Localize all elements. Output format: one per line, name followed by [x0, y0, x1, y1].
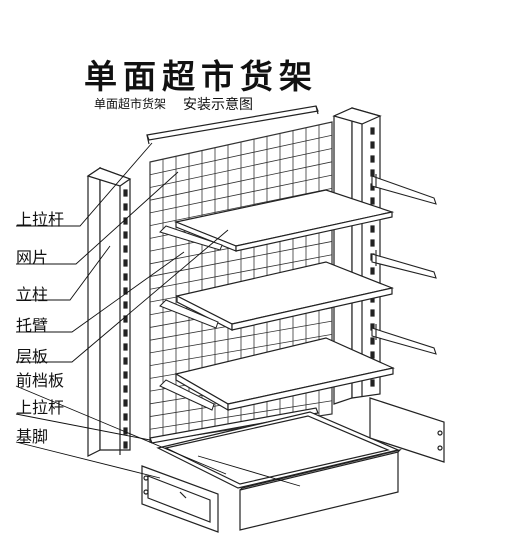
- post-slot: [370, 197, 375, 205]
- post-slot: [123, 203, 128, 211]
- diagram-subtitle-right: 安装示意图: [183, 97, 253, 113]
- base-foot-right: [369, 397, 445, 463]
- post-slot: [370, 225, 375, 233]
- lower-rod: [149, 407, 319, 444]
- label-front-baffle: 前档板: [16, 371, 65, 390]
- label-lower-rod: 上拉杆: [16, 398, 65, 417]
- post-slot: [370, 337, 375, 345]
- post-slot: [370, 267, 375, 275]
- mesh-line: [149, 174, 333, 214]
- mesh-line: [149, 134, 333, 176]
- post-slot: [123, 441, 128, 449]
- post-slot: [370, 309, 375, 317]
- label-shelf-board: 层板: [16, 347, 49, 366]
- post-slot: [123, 329, 128, 337]
- post-slot: [123, 357, 128, 365]
- post-slot: [123, 259, 128, 267]
- post-slot: [370, 379, 375, 387]
- base-foot-left: [141, 465, 219, 533]
- label-upright-post: 立柱: [16, 285, 49, 304]
- shelf-board-1: [173, 189, 395, 252]
- post-slot: [123, 315, 128, 323]
- mesh-line: [149, 333, 333, 367]
- label-mesh-panel: 网片: [16, 248, 49, 267]
- mesh-line: [149, 400, 333, 430]
- leader-lines: [15, 142, 301, 487]
- post-slot: [370, 351, 375, 359]
- diagram-subtitle-left: 单面超市货架: [94, 97, 167, 111]
- diagram-title: 单面超市货架: [84, 57, 318, 96]
- shelf-board-3: [174, 337, 395, 412]
- front-baffle: [239, 448, 402, 531]
- label-bracket-arm: 托臂: [16, 316, 49, 335]
- top-rod: [146, 105, 319, 145]
- mesh-line: [149, 320, 333, 354]
- mesh-line: [149, 161, 333, 201]
- shelf-board-2: [175, 261, 395, 331]
- right-upright-post: [332, 107, 382, 405]
- post-slot: [123, 413, 128, 421]
- left-upright-post: [86, 166, 132, 457]
- label-base-foot: 基脚: [16, 427, 49, 446]
- post-slot: [123, 399, 128, 407]
- post-slot: [123, 245, 128, 253]
- post-slot: [123, 273, 128, 281]
- mesh-line: [149, 148, 333, 188]
- post-slot: [370, 239, 375, 247]
- post-slot: [370, 155, 375, 163]
- post-slot: [370, 141, 375, 149]
- post-slot: [123, 343, 128, 351]
- post-slot: [370, 127, 375, 135]
- bracket-arms-left: [159, 225, 223, 411]
- bracket-arms-right: [371, 174, 437, 355]
- label-top-rod: 上拉杆: [16, 210, 65, 229]
- post-slot: [123, 371, 128, 379]
- post-slot: [370, 169, 375, 177]
- post-slot: [123, 231, 128, 239]
- post-slot: [123, 385, 128, 393]
- post-slot: [123, 301, 128, 309]
- mesh-line: [149, 187, 333, 227]
- post-slot: [123, 189, 128, 197]
- mesh-line: [149, 254, 333, 290]
